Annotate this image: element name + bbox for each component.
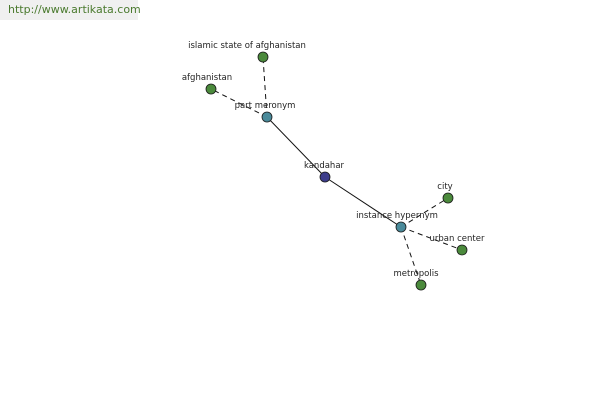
node-label-part-meronym[interactable]: part meronym (235, 101, 296, 111)
edge-kandahar-to-instance-hypernym (324, 176, 402, 228)
node-islamic[interactable] (257, 51, 269, 63)
node-instance-hypernym[interactable] (395, 221, 407, 233)
node-afghanistan[interactable] (205, 83, 217, 95)
node-label-instance-hypernym[interactable]: instance hypernym (356, 211, 438, 221)
node-label-metropolis[interactable]: metropolis (393, 269, 439, 279)
node-label-afghanistan[interactable]: afghanistan (182, 73, 232, 83)
node-city[interactable] (442, 192, 454, 204)
labels-layer: islamic state of afghanistan afghanistan p… (182, 41, 485, 279)
nodes-layer (205, 51, 468, 291)
edge-instance-hypernym-to-metropolis (400, 226, 422, 286)
source-url-text[interactable]: http://www.artikata.com (8, 3, 141, 16)
edge-instance-hypernym-to-urban-center (400, 226, 463, 251)
edge-kandahar-to-part-meronym (266, 116, 326, 178)
node-label-city[interactable]: city (437, 182, 452, 192)
node-part-meronym[interactable] (261, 111, 273, 123)
source-url-banner[interactable]: http://www.artikata.com (0, 0, 141, 20)
edges-layer (210, 56, 463, 286)
node-label-kandahar[interactable]: kandahar (304, 161, 345, 171)
edge-part-meronym-to-afghanistan (210, 88, 268, 118)
edge-part-meronym-to-islamic (262, 56, 268, 118)
node-label-urban-center[interactable]: urban center (430, 234, 485, 244)
node-metropolis[interactable] (415, 279, 427, 291)
node-kandahar[interactable] (319, 171, 331, 183)
node-label-islamic[interactable]: islamic state of afghanistan (188, 41, 306, 51)
edge-instance-hypernym-to-city (400, 197, 449, 228)
node-urban-center[interactable] (456, 244, 468, 256)
